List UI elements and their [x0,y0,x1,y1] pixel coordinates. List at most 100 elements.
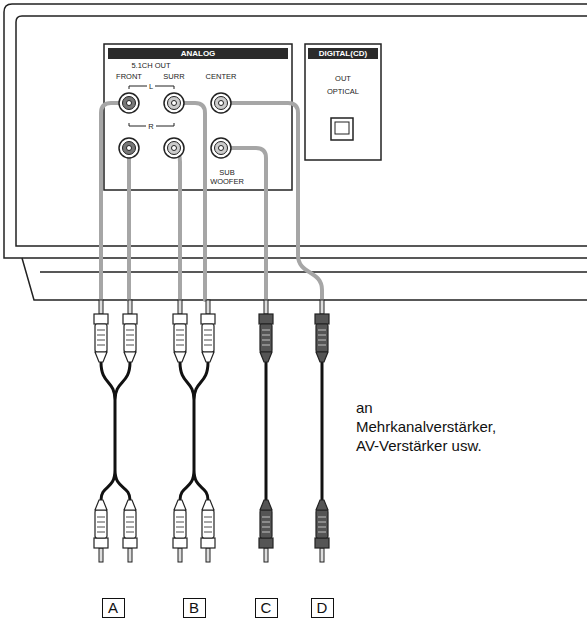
section-header: DIGITAL(CD) [308,48,378,59]
plug-grip [262,522,270,523]
plug-grip [176,527,184,528]
plug-grip [176,330,184,331]
jack-pin [172,101,177,106]
lead-center [221,103,322,300]
plug-grip [318,340,326,341]
plug-grip [97,335,105,336]
node-text: ANALOG [111,48,285,59]
plug-grip [97,517,105,518]
digital-section [305,44,381,160]
plug-grip [262,335,270,336]
lead-surr-l [174,103,205,300]
plug-pin [178,548,182,562]
panel-label: R [146,122,155,131]
rca-jack [211,93,231,113]
plug-pin [99,300,103,314]
panel-label: OPTICAL [327,87,359,96]
rca-plug [173,300,187,362]
jack-pin [172,146,177,151]
plug-grip [126,532,134,533]
plug-body [124,324,136,352]
plug-pin [320,300,324,314]
rca-jack [211,138,231,158]
rca-plug [259,300,273,362]
plug-body [95,324,107,352]
plug-collar [94,314,108,324]
plug-tail [260,500,272,510]
panel-label: CENTER [206,72,237,81]
plug-pin [178,300,182,314]
plug-grip [176,345,184,346]
plug-collar [315,314,329,324]
plug-grip [97,532,105,533]
rca-plug [173,500,187,562]
plug-pin [128,548,132,562]
jack-rim [119,93,139,113]
jack-ring [168,142,181,155]
connection-note: an Mehrkanalverstärker, AV-Verstärker us… [356,398,516,455]
rca-plug [123,500,137,562]
jack-ring [168,97,181,110]
plug-tail [260,352,272,362]
plug-body [124,510,136,538]
section-header: ANALOG [108,48,288,59]
plug-tail [124,500,136,510]
plug-grip [262,345,270,346]
node-text: B [188,599,201,617]
plug-grip [97,527,105,528]
plug-grip [262,527,270,528]
cable-label-box: D [311,598,334,618]
panel-label: FRONT [116,72,142,81]
panel-label: SURR [163,72,184,81]
rca-plug [94,300,108,362]
cable-d [321,362,324,500]
plug-grip [176,340,184,341]
jack-rim [211,93,231,113]
plug-grip [126,330,134,331]
optical-port [331,118,353,140]
plug-tail [316,352,328,362]
plug-body [202,510,214,538]
plug-tail [174,352,186,362]
plug-pin [264,548,268,562]
plug-grip [176,522,184,523]
jack-pin [219,101,224,106]
plug-grip [126,522,134,523]
plug-grip [176,517,184,518]
plug-grip [318,330,326,331]
analog-section [104,44,292,190]
plug-body [260,510,272,538]
jack-pin [127,101,132,106]
rca-plug [123,300,137,362]
plug-grip [318,532,326,533]
plug-grip [262,517,270,518]
plug-grip [204,330,212,331]
plug-grip [318,527,326,528]
plug-body [316,324,328,352]
jack-ring [123,97,136,110]
rca-jack [119,138,139,158]
jack-ring [123,142,136,155]
jack-rim [164,93,184,113]
optical-port-inner [335,122,349,134]
plug-grip [318,335,326,336]
node-text: C [260,599,273,617]
plug-grip [262,340,270,341]
plug-pin [320,548,324,562]
plug-grip [126,340,134,341]
plug-body [95,510,107,538]
plug-collar [259,538,273,548]
plug-tail [316,500,328,510]
plug-tail [95,500,107,510]
rca-plug [94,500,108,562]
lead-front-l [101,103,129,300]
rca-plug [315,300,329,362]
plug-grip [204,522,212,523]
plug-grip [204,517,212,518]
plug-grip [318,522,326,523]
cable-label-box: C [255,598,278,618]
plug-grip [126,345,134,346]
plug-grip [318,345,326,346]
